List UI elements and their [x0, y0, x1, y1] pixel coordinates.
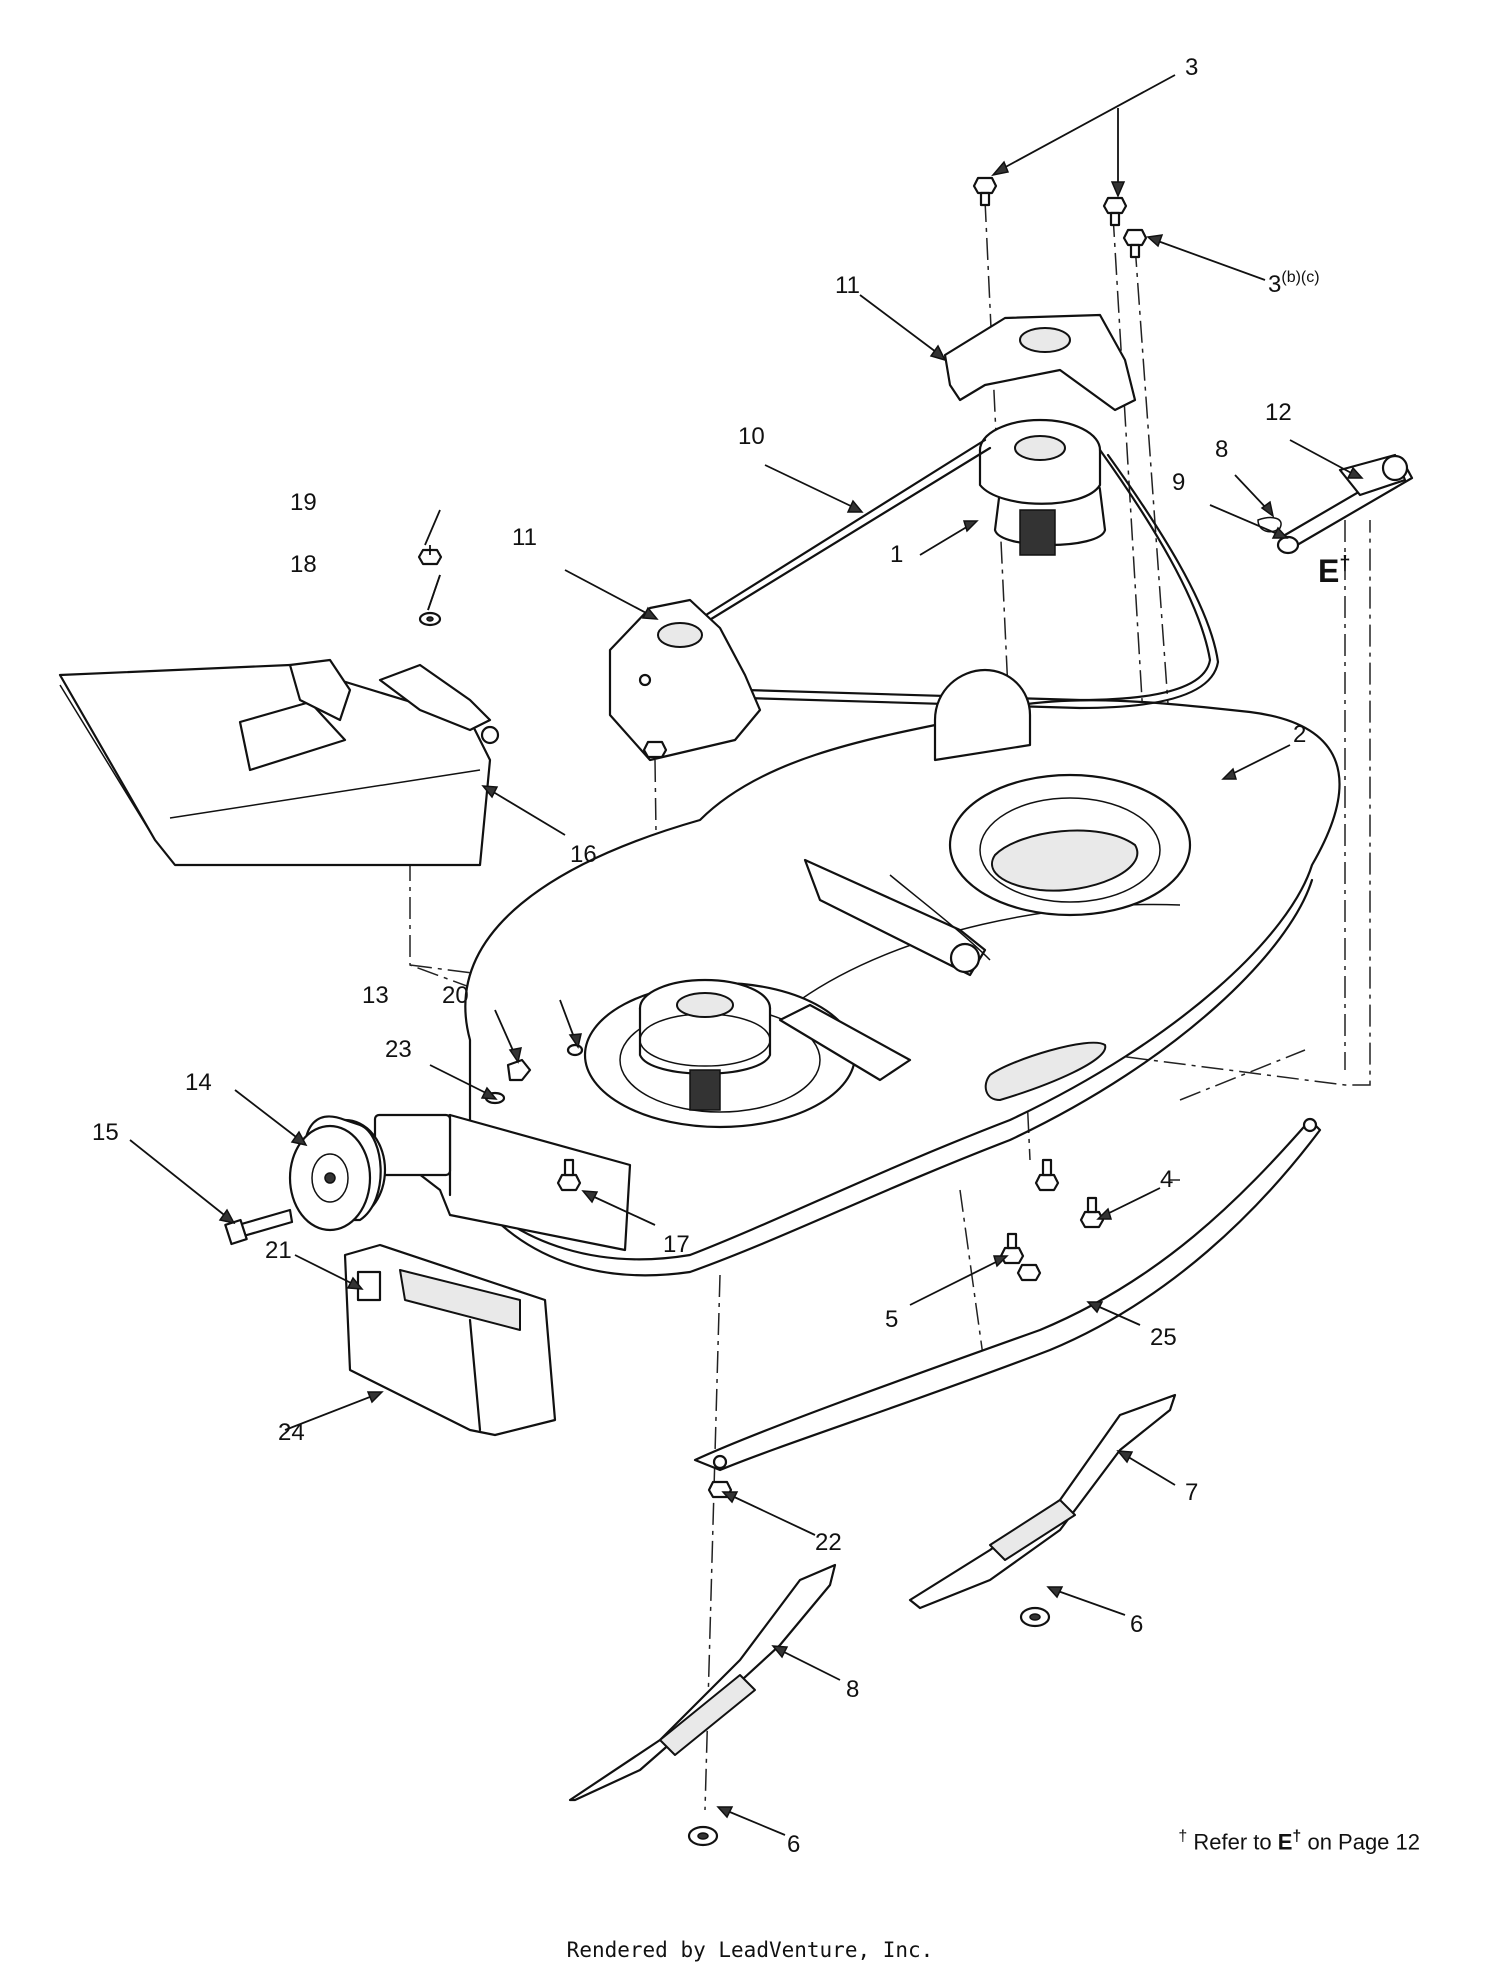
callout-3-sub: 3(b)(c) — [1268, 269, 1320, 298]
belt-guard-left — [608, 598, 762, 762]
callout-17: 17 — [663, 1231, 690, 1258]
callout-8-right: 7 — [1185, 1479, 1198, 1506]
reference-marker-e: E† — [1318, 553, 1350, 589]
callout-11-left: 11 — [512, 524, 537, 551]
callout-10: 10 — [738, 423, 765, 450]
rendered-by-credit: Rendered by LeadVenture, Inc. — [566, 1938, 934, 1962]
idler-pulley — [933, 668, 1032, 762]
callout-23: 23 — [385, 1036, 412, 1063]
shoulder-bolt — [224, 1208, 294, 1246]
leader-lines — [129, 74, 1364, 1836]
callout-20: 20 — [442, 982, 469, 1009]
callout-19: 19 — [290, 489, 317, 516]
mower-deck-shell — [464, 699, 1341, 1277]
fasteners — [417, 176, 1148, 1499]
chute-deflector-bracket — [373, 1113, 632, 1252]
deck-stabilizer — [693, 1117, 1322, 1472]
callout-24: 24 — [278, 1419, 305, 1446]
callout-7: 8 — [1215, 436, 1228, 463]
callout-1: 1 — [890, 541, 903, 568]
callout-labels: 3 3(b)(c) 11 12 10 8 9 19 1 11 18 2 16 1… — [92, 54, 1350, 1858]
callout-22: 22 — [815, 1529, 842, 1556]
callout-25: 25 — [1150, 1324, 1177, 1351]
callout-18: 18 — [290, 551, 317, 578]
callout-13: 13 — [362, 982, 389, 1009]
callout-5: 5 — [885, 1306, 898, 1333]
deck-hanger-pin — [1257, 453, 1414, 555]
callout-11-top: 11 — [835, 272, 860, 299]
cutter-blades — [568, 1393, 1177, 1802]
footnote-dagger: † — [1178, 1828, 1188, 1845]
footnote-suffix: on Page 12 — [1307, 1829, 1420, 1855]
rear-deflector — [343, 1243, 557, 1437]
callout-16: 16 — [570, 841, 597, 868]
footnote-ref-letter: E — [1277, 1829, 1293, 1855]
gauge-wheel — [288, 1115, 387, 1232]
callout-6-right: 6 — [1130, 1611, 1143, 1638]
blade-washers — [687, 1606, 1051, 1847]
callout-9: 9 — [1172, 469, 1185, 496]
callout-4: 4 — [1160, 1166, 1173, 1193]
callout-3-top: 3 — [1185, 54, 1198, 81]
callout-21: 21 — [265, 1237, 292, 1264]
callout-14: 14 — [185, 1069, 212, 1096]
callout-15: 15 — [92, 1119, 119, 1146]
footnote-prefix: Refer to — [1193, 1829, 1272, 1855]
callout-12: 12 — [1265, 399, 1292, 426]
callout-2: 2 — [1293, 721, 1306, 748]
footnote-ref-dagger: † — [1292, 1828, 1302, 1845]
footnote: † Refer to E† on Page 12 — [1178, 1828, 1420, 1855]
callout-6-left: 6 — [787, 1831, 800, 1858]
drive-belt — [688, 438, 1220, 710]
discharge-chute — [58, 658, 500, 867]
spindle-assembly — [978, 418, 1107, 556]
belt-guard-right — [943, 313, 1137, 412]
callout-8-left: 8 — [846, 1676, 859, 1703]
